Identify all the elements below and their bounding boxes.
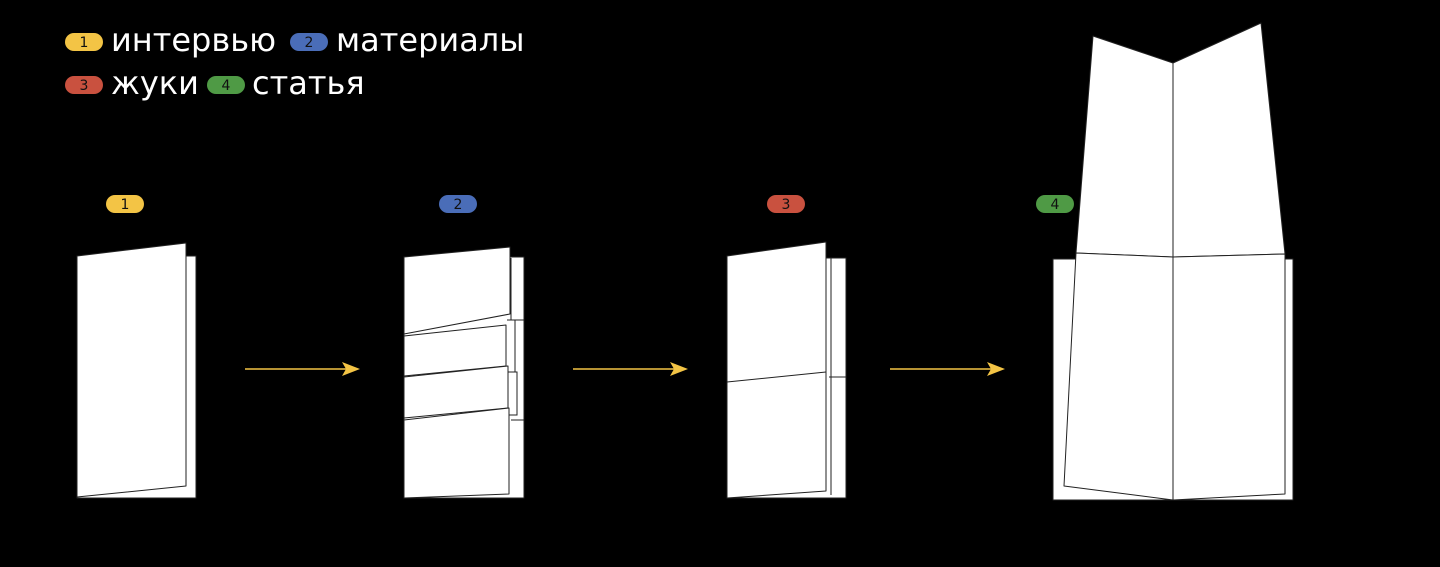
step-badge-4-pill [1036,195,1074,213]
legend-label-4: статья [252,64,365,102]
arrow-2 [573,362,688,376]
arrow-1 [245,362,360,376]
booklet-4-upper-left-panel [1075,35,1174,258]
legend-item-3: 3 жуки [65,64,199,102]
legend-badge-4-number: 4 [222,78,231,94]
booklet-2-insert-bottom [403,407,510,499]
booklet-2-tab-2 [509,371,518,416]
booklet-1-front-page [76,242,187,498]
arrows [245,362,1005,376]
booklet-2-insert-top [403,246,511,335]
booklet-stage-1 [76,242,197,499]
legend-item-1: 1 интервью [65,21,276,59]
arrow-2-head [670,362,688,376]
arrow-3 [890,362,1005,376]
legend-label-3: жуки [111,64,199,102]
legend-badge-2-number: 2 [305,35,314,51]
legend-badge-1 [65,33,103,51]
step-badge-2-number: 2 [454,197,463,213]
arrow-1-head [342,362,360,376]
legend: 1 интервью 2 материалы 3 жуки 4 статья [65,21,525,102]
arrow-3-head [987,362,1005,376]
step-badge-1: 1 [106,195,144,213]
booklet-4-lower-left-panel [1063,252,1174,501]
step-badge-1-number: 1 [121,197,130,213]
booklet-3-fold-line [726,371,827,383]
legend-badge-3 [65,76,103,94]
step-badge-3-pill [767,195,805,213]
legend-item-2: 2 материалы [290,21,525,59]
booklet-stage-2 [403,246,525,499]
step-badge-2: 2 [439,195,477,213]
legend-label-1: интервью [111,21,276,59]
step-badge-4-number: 4 [1051,197,1060,213]
step-badge-2-pill [439,195,477,213]
booklet-stage-3 [726,241,847,499]
legend-label-2: материалы [336,21,525,59]
booklet-3-front-page [726,241,827,499]
booklet-4-lower-right-panel [1172,253,1286,501]
booklet-stage-4 [1052,22,1294,501]
step-badges: 1 2 3 4 [106,195,1074,213]
step-badge-4: 4 [1036,195,1074,213]
step-badge-3: 3 [767,195,805,213]
legend-item-4: 4 статья [207,64,365,102]
legend-badge-3-number: 3 [80,78,89,94]
legend-badge-2 [290,33,328,51]
step-badge-1-pill [106,195,144,213]
legend-badge-1-number: 1 [80,35,89,51]
step-badge-3-number: 3 [782,197,791,213]
legend-badge-4 [207,76,245,94]
